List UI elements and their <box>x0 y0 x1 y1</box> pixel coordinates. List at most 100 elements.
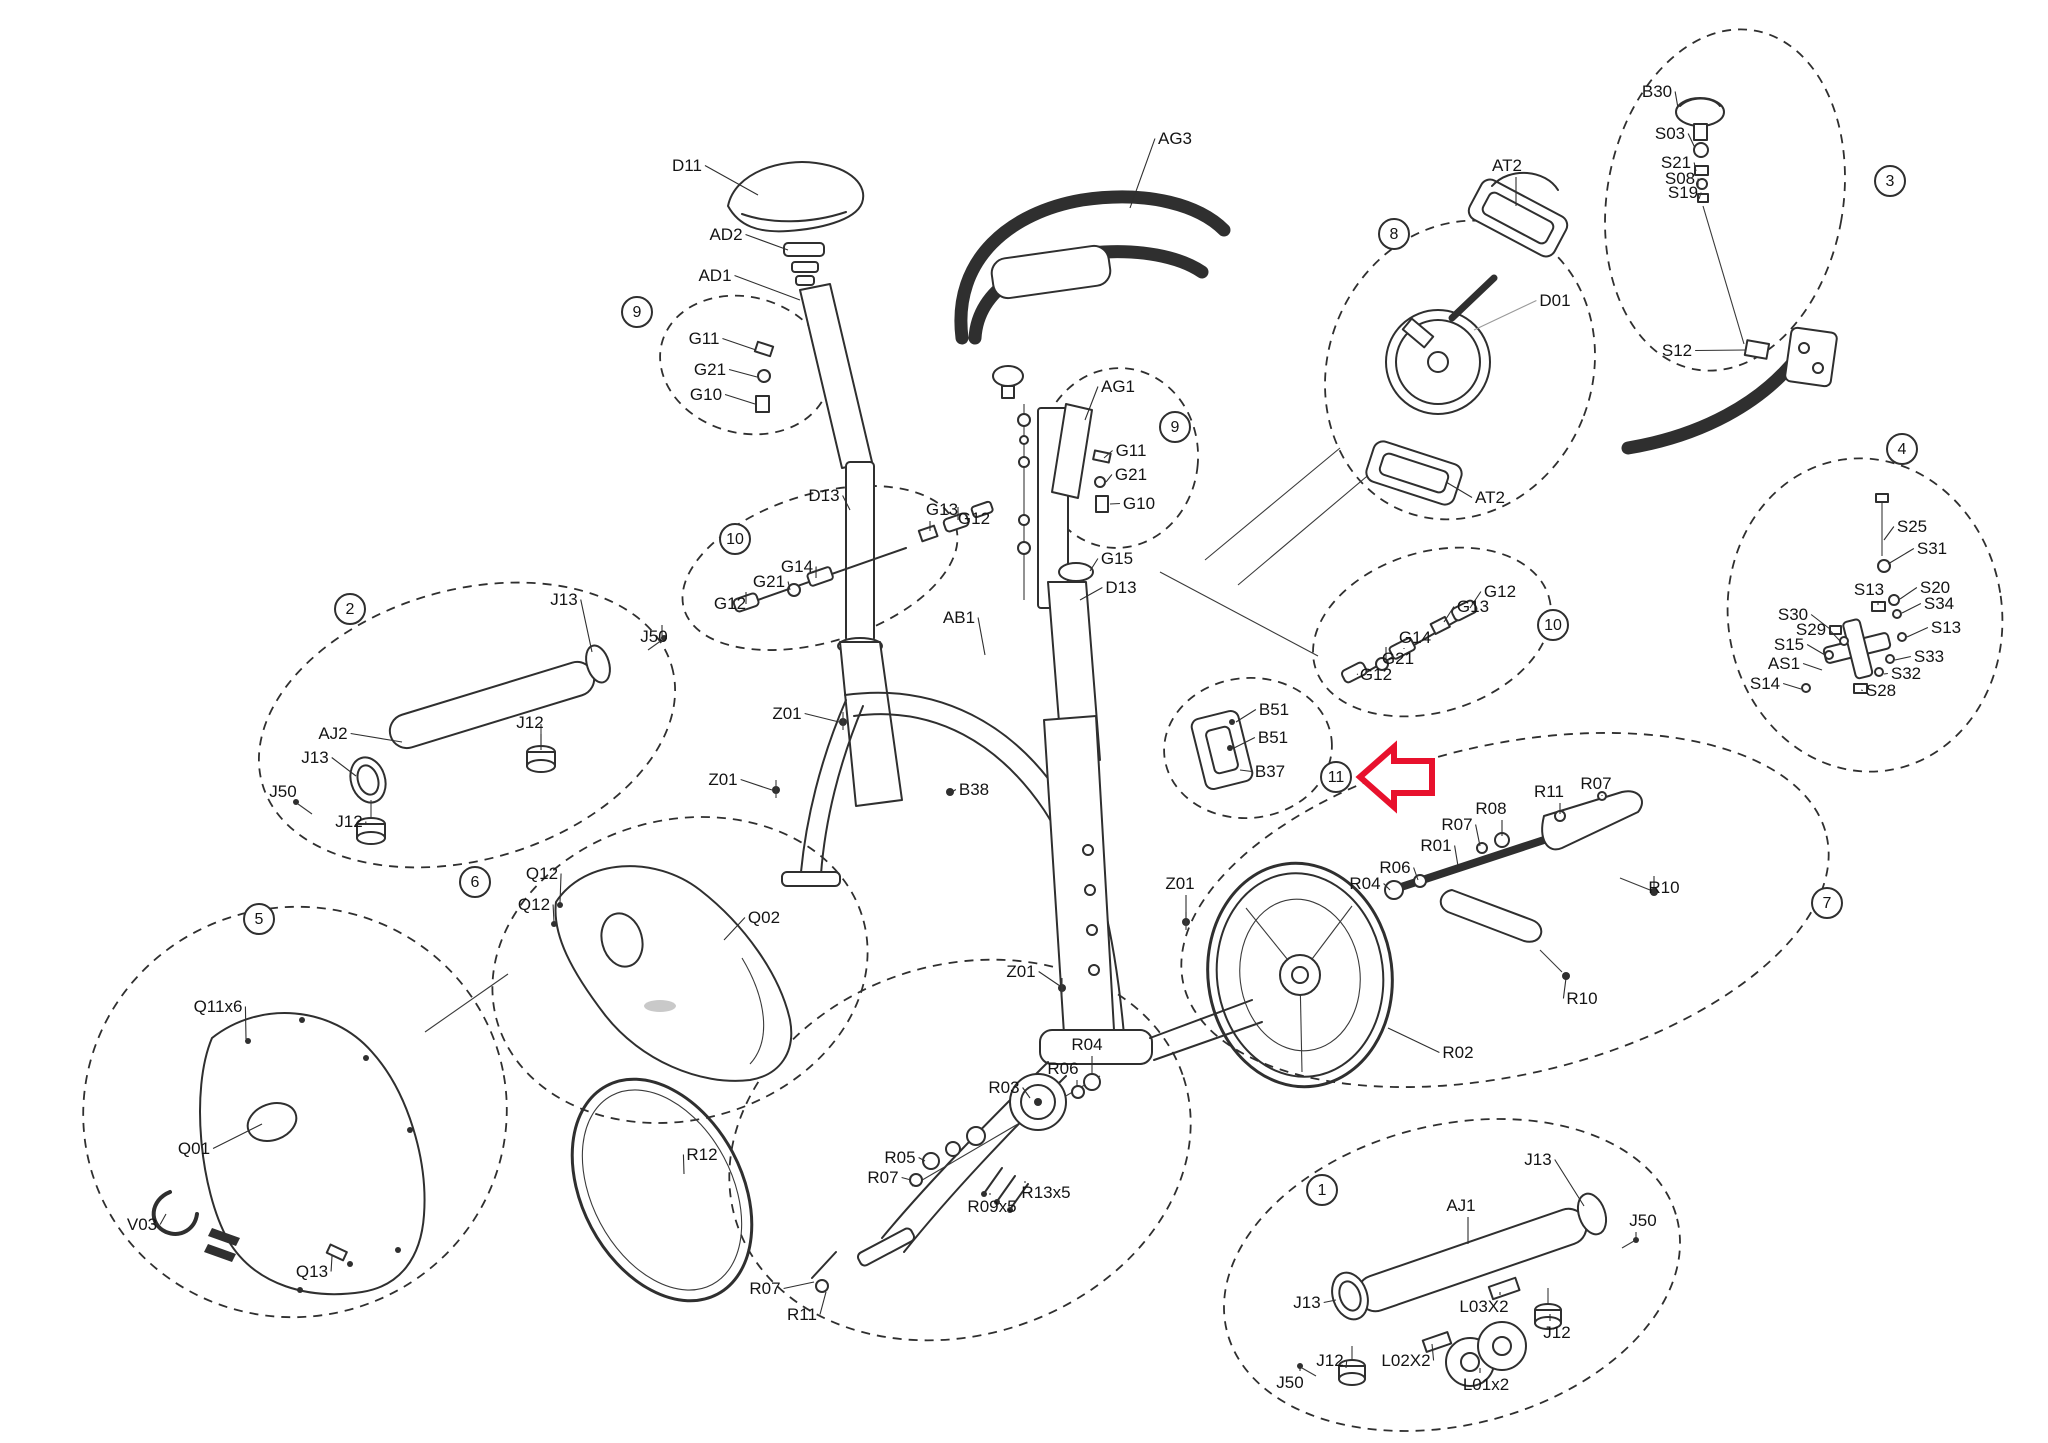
crank-arms-group <box>1384 790 1658 980</box>
group-marker-circle-4 <box>1886 433 1918 465</box>
part-label-G11: G11 <box>1116 441 1147 460</box>
leader-line <box>1413 867 1419 881</box>
leader-line <box>1806 644 1826 656</box>
leader-line <box>1687 133 1696 149</box>
crank-arm-right-shape <box>1541 790 1643 851</box>
leader-line <box>1084 386 1099 421</box>
belt-shape <box>570 1077 754 1303</box>
leader-line <box>559 873 562 904</box>
main-frame <box>781 641 1263 1267</box>
leader-line <box>1129 138 1156 209</box>
seat-slider-shape <box>799 283 873 469</box>
front-frame-foot-shape <box>781 871 841 887</box>
group-boundary-7 <box>1180 732 1830 1088</box>
leader-line <box>728 368 758 378</box>
part-label-R10: R10 <box>1566 989 1597 1008</box>
part-label-D13: D13 <box>808 486 839 505</box>
leader-line <box>745 233 789 251</box>
leader-line <box>1901 603 1922 614</box>
part-label-R13x5: R13x5 <box>1021 1183 1070 1202</box>
leader-line <box>1693 162 1697 172</box>
leader-line <box>1383 883 1391 891</box>
leader-line <box>1109 502 1120 505</box>
rear-stabilizer <box>1297 1192 1639 1387</box>
chain-guard-outer <box>551 865 793 1082</box>
leader-line <box>1554 1159 1585 1207</box>
part-label-AS1: AS1 <box>1768 654 1800 673</box>
group-boundary-11 <box>1163 676 1333 820</box>
part-label-Q11x6: Q11x6 <box>194 997 243 1016</box>
group-marker-number-1: 1 <box>1318 1182 1327 1199</box>
leader-line <box>1802 662 1823 671</box>
part-label-S25: S25 <box>1897 517 1927 536</box>
group-marker-number-3: 3 <box>1886 173 1895 190</box>
part-label-R04: R04 <box>1349 874 1380 893</box>
part-label-G12: G12 <box>1360 665 1392 684</box>
leader-line <box>1079 587 1103 601</box>
leader-line <box>901 1176 912 1181</box>
handlebar-shape <box>954 190 1231 345</box>
part-label-R03: R03 <box>988 1078 1019 1097</box>
leader-line <box>1810 614 1831 630</box>
part-label-S32: S32 <box>1891 664 1921 683</box>
group-marker-number-6: 6 <box>471 874 480 891</box>
console-mount-shape <box>990 244 1112 300</box>
leader-line <box>1469 591 1482 609</box>
group-boundary-crank <box>728 958 1192 1342</box>
part-label-AB1: AB1 <box>943 608 975 627</box>
tension-knob-group <box>1621 97 1838 455</box>
leader-line <box>1454 845 1459 867</box>
adjust-knob-shape <box>992 365 1024 387</box>
leader-line <box>244 1006 247 1040</box>
part-label-B30: B30 <box>1642 82 1672 101</box>
leader-line <box>977 617 986 656</box>
part-label-AT2: AT2 <box>1475 488 1505 507</box>
linkage-right <box>1340 599 1478 684</box>
group-marker-number-4: 4 <box>1898 441 1907 458</box>
part-label-G21: G21 <box>694 360 726 379</box>
part-label-R09x5: R09x5 <box>967 1197 1016 1216</box>
part-label-D13: D13 <box>1105 578 1136 597</box>
part-label-S12: S12 <box>1662 341 1692 360</box>
leader-line <box>1473 300 1537 331</box>
group-marker-number-10: 10 <box>726 531 744 548</box>
part-label-J12: J12 <box>516 713 543 732</box>
labels-layer: D11AD2AD1G11G21G10AG3AT2D01B30S03S21S08S… <box>127 82 1961 1394</box>
leader-line <box>918 1157 926 1162</box>
part-label-S15: S15 <box>1774 635 1804 654</box>
leader-line <box>580 599 593 653</box>
group-marker-circle-10 <box>719 523 751 555</box>
part-label-G12: G12 <box>1484 582 1516 601</box>
part-label-AT2: AT2 <box>1492 156 1522 175</box>
seat-clamp-shape <box>791 261 819 273</box>
part-label-G13: G13 <box>1457 597 1489 616</box>
linkage-left <box>732 500 994 613</box>
part-label-R07: R07 <box>1441 815 1472 834</box>
rear-frame-foot-shape <box>856 1227 916 1267</box>
group-marker-circle-8 <box>1378 218 1410 250</box>
leader-line <box>1022 1087 1031 1099</box>
group-marker-number-9: 9 <box>1171 419 1180 436</box>
part-label-AJ2: AJ2 <box>318 724 347 743</box>
seat-assembly <box>727 161 883 655</box>
group-marker-circle-6 <box>459 866 491 898</box>
post-collar-shape <box>1058 562 1094 582</box>
leader-line <box>787 581 791 591</box>
part-label-S28: S28 <box>1866 681 1896 700</box>
bracket-plate-shape <box>1190 709 1254 791</box>
part-label-Z01: Z01 <box>1006 962 1035 981</box>
leader-line <box>1887 548 1915 565</box>
part-label-G10: G10 <box>690 385 722 404</box>
part-label-R11: R11 <box>1534 782 1564 801</box>
part-label-S14: S14 <box>1750 674 1780 693</box>
leader-lines-layer <box>159 91 1929 1373</box>
group-boundary-9-right <box>1037 367 1199 549</box>
leader-line <box>804 712 840 723</box>
part-label-S20: S20 <box>1920 578 1950 597</box>
part-label-R12: R12 <box>686 1145 717 1164</box>
leader-line <box>1235 709 1257 723</box>
part-label-Z01: Z01 <box>708 770 737 789</box>
part-label-AJ1: AJ1 <box>1446 1196 1475 1215</box>
part-label-J13: J13 <box>1293 1293 1320 1312</box>
part-label-G13: G13 <box>926 500 958 519</box>
